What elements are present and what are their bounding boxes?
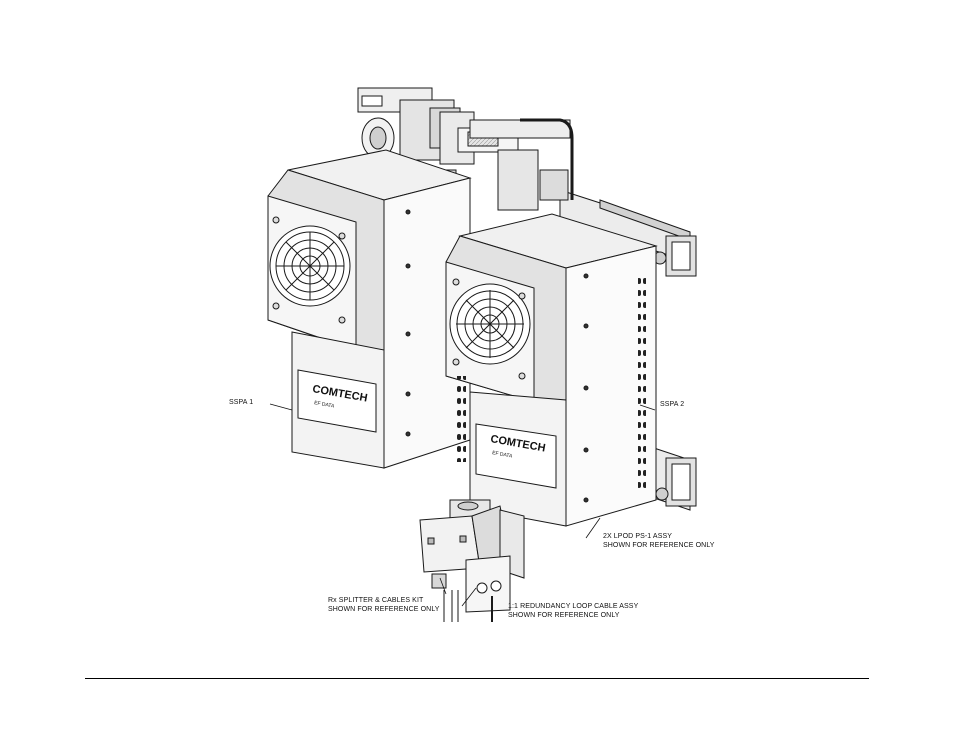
callout-loop-line1: 1:1 REDUNDANCY LOOP CABLE ASSY: [508, 603, 639, 610]
leader-lines: [269, 403, 656, 607]
sspa-2-unit: [445, 213, 658, 527]
sspa-1-unit: [267, 149, 472, 469]
callout-loop-line2: SHOWN FOR REFERENCE ONLY: [508, 612, 620, 619]
callout-sspa-1: SSPA 1: [229, 399, 254, 406]
callout-sspa-2: SSPA 2: [660, 401, 685, 408]
rx-splitter-and-loop-cable: [419, 499, 525, 622]
callout-lpod-line2: SHOWN FOR REFERENCE ONLY: [603, 542, 715, 549]
logo-sub-sspa2: EF DATA: [492, 450, 514, 460]
logo-sub-sspa1: EF DATA: [314, 400, 336, 410]
callout-rx-line2: SHOWN FOR REFERENCE ONLY: [328, 606, 440, 613]
footer-rule: [85, 678, 869, 679]
callout-lpod-line1: 2X LPOD PS-1 ASSY: [603, 533, 673, 540]
callout-rx-line1: Rx SPLITTER & CABLES KIT: [328, 597, 424, 604]
